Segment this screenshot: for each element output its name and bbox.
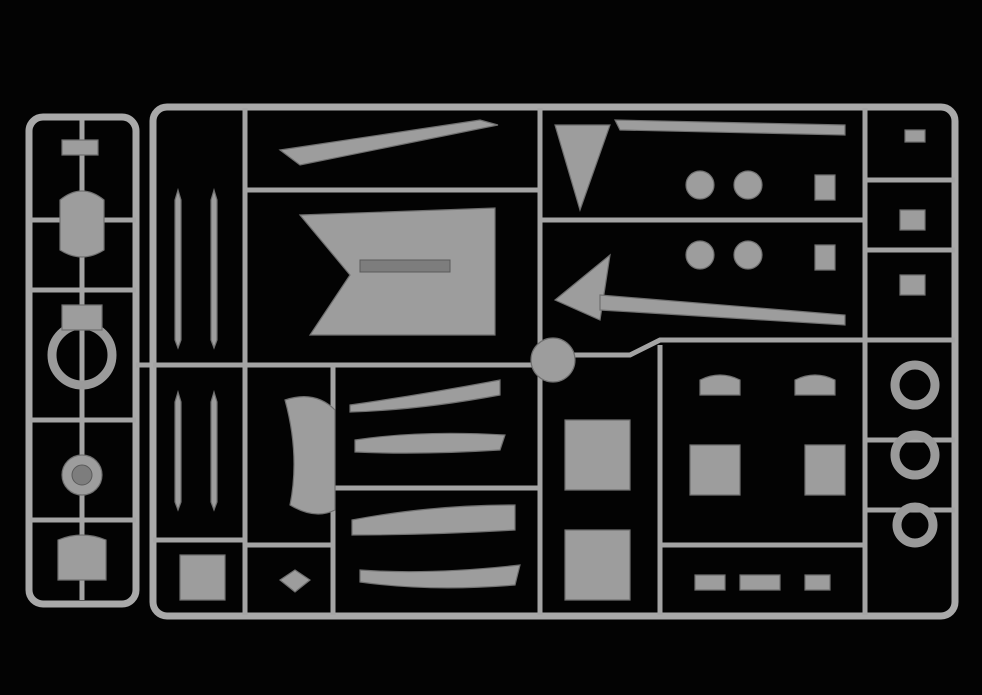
landing-gear-bay-parts bbox=[564, 374, 846, 601]
missiles bbox=[174, 187, 218, 512]
main-sprue-frame bbox=[149, 103, 959, 620]
left-sprue-parts bbox=[47, 139, 117, 581]
wing-and-gear-parts bbox=[553, 119, 846, 326]
engine-rings bbox=[890, 129, 940, 548]
fuselage-parts bbox=[179, 119, 521, 601]
sprue-gate-hub bbox=[530, 337, 576, 383]
